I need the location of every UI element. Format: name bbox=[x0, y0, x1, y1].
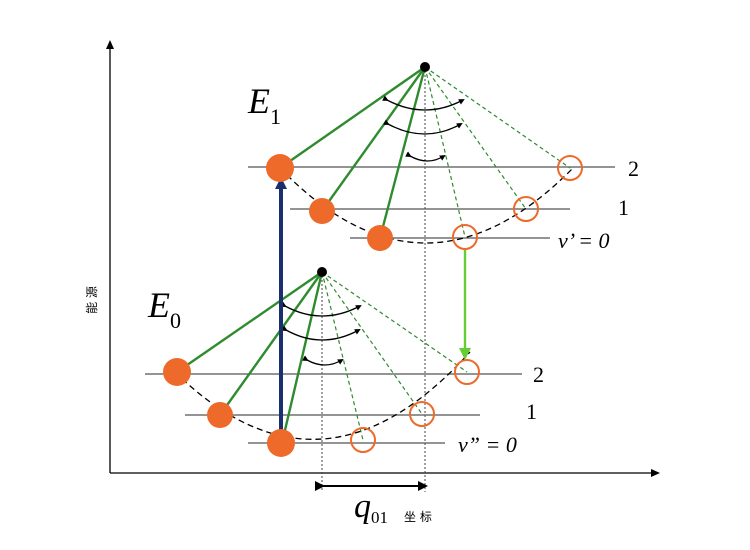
excited-state-label: E1 bbox=[247, 81, 281, 129]
swing-arc-icon bbox=[383, 119, 463, 135]
excited-atom-filled bbox=[309, 198, 335, 224]
excited-ray-dashed bbox=[424, 66, 571, 169]
ground-ray-dashed bbox=[321, 271, 423, 415]
ground-atom-hollow bbox=[454, 359, 480, 385]
x-axis-label: 坐 标 bbox=[404, 510, 432, 524]
excited-pivot-dot bbox=[420, 62, 430, 72]
ground-atom-filled bbox=[267, 429, 295, 457]
ground-level-label: 2 bbox=[533, 362, 544, 387]
excited-atom-filled bbox=[266, 154, 294, 182]
ground-ray-solid bbox=[176, 271, 323, 373]
ground-atom-hollow bbox=[409, 401, 435, 427]
excited-level-label: 2 bbox=[628, 156, 639, 181]
ground-state-label: E0 bbox=[147, 285, 181, 333]
ground-level-label: v” = 0 bbox=[458, 432, 517, 457]
ground-atom-filled bbox=[207, 402, 233, 428]
excited-ray-dashed bbox=[424, 66, 527, 210]
swing-arc-icon bbox=[280, 301, 362, 317]
excited-atom-hollow bbox=[452, 224, 478, 250]
excited-ray-solid bbox=[279, 66, 426, 169]
excited-ray-solid bbox=[321, 66, 426, 212]
y-axis-label: 能 源 bbox=[85, 286, 99, 314]
swing-arc-icon bbox=[302, 355, 344, 366]
excited-level-label: 1 bbox=[618, 195, 629, 220]
ground-ray-solid bbox=[280, 271, 324, 444]
swing-arc-icon bbox=[405, 151, 446, 162]
ground-level-label: 1 bbox=[526, 399, 537, 424]
ground-atom-filled bbox=[163, 358, 191, 386]
swing-arc-icon bbox=[281, 325, 361, 341]
excited-atom-hollow bbox=[513, 196, 539, 222]
excited-atom-hollow bbox=[557, 155, 583, 181]
ground-pivot-dot bbox=[317, 267, 327, 277]
ground-ray-solid bbox=[219, 271, 323, 416]
excited-level-label: v’ = 0 bbox=[558, 228, 610, 253]
excited-atom-filled bbox=[367, 225, 393, 251]
ground-ray-dashed bbox=[321, 271, 468, 373]
q-label: q01 bbox=[354, 488, 388, 527]
excited-ray-dashed bbox=[424, 66, 466, 238]
ground-atom-hollow bbox=[350, 427, 376, 453]
swing-arc-icon bbox=[382, 95, 465, 111]
